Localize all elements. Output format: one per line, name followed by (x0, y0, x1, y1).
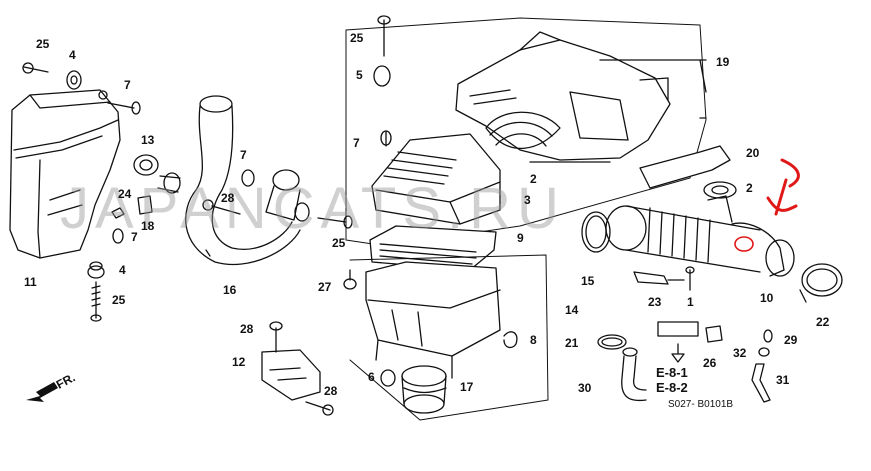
part-16: 16 (223, 283, 237, 297)
grommet-32 (758, 347, 770, 357)
bolt-28-bracket-top (269, 321, 283, 353)
tube-30 (621, 347, 647, 402)
bolt-7-mid (241, 169, 255, 187)
part-26: 26 (703, 356, 717, 370)
tube-20 (639, 145, 731, 189)
bolt-25-top-left (22, 62, 49, 74)
bolt-7-upper (380, 130, 392, 147)
part-12: 12 (232, 355, 246, 369)
housing-lid-3 (371, 133, 501, 225)
sensor-23 (633, 271, 685, 285)
seal-2-right (703, 181, 737, 199)
bolt-27 (343, 269, 357, 290)
part-25-top-left: 25 (36, 37, 50, 51)
grommet-4-top (66, 70, 82, 90)
reference-code-2: E-8-2 (656, 380, 688, 395)
bolt-25-mid (317, 215, 353, 229)
bolt-7-small (112, 228, 124, 244)
part-3: 3 (524, 193, 531, 207)
part-27: 27 (318, 280, 332, 294)
part-20: 20 (746, 146, 760, 160)
part-13: 13 (141, 133, 155, 147)
part-30: 30 (578, 381, 592, 395)
clip-29 (763, 329, 773, 343)
boot-17 (401, 365, 447, 414)
upper-housing-19 (455, 31, 671, 161)
clip-8 (503, 331, 518, 349)
bolt-25-bottom (90, 281, 102, 322)
bolt-28-left (202, 199, 241, 215)
part-28-bracket-bottom: 28 (324, 384, 338, 398)
part-21: 21 (565, 336, 579, 350)
part-32: 32 (733, 346, 747, 360)
part-23: 23 (648, 295, 662, 309)
part-25-bottom: 25 (112, 293, 126, 307)
part-28-bracket-top: 28 (240, 322, 254, 336)
grommet-7-right (294, 202, 310, 222)
part-10: 10 (760, 291, 774, 305)
bracket-18 (137, 195, 153, 215)
bracket-12 (261, 349, 321, 401)
part-8: 8 (530, 333, 537, 347)
duct-16 (157, 95, 301, 266)
part-18: 18 (141, 219, 155, 233)
clamp-22 (799, 263, 843, 303)
part-5: 5 (356, 68, 363, 82)
grommet-4-bottom (87, 261, 105, 279)
part-4-top: 4 (69, 48, 76, 62)
part-17: 17 (460, 380, 474, 394)
resonator-box (9, 89, 121, 259)
part-31: 31 (776, 373, 790, 387)
part-25-upper: 25 (350, 31, 364, 45)
intake-hose-10 (605, 195, 795, 277)
clip-26 (705, 325, 723, 343)
part-7-upper: 7 (353, 136, 360, 150)
reference-box (657, 321, 699, 337)
bolt-7-top (107, 101, 141, 115)
part-7-mid: 7 (240, 148, 247, 162)
part-28-left: 28 (221, 191, 235, 205)
red-annotation (766, 158, 800, 216)
part-25-mid: 25 (332, 236, 346, 250)
part-7-top: 7 (124, 78, 131, 92)
part-15: 15 (581, 274, 595, 288)
part-7-small: 7 (131, 230, 138, 244)
lower-housing-14 (365, 261, 501, 379)
clip-24 (111, 207, 125, 219)
clamp-21 (597, 334, 627, 350)
front-arrow (26, 382, 58, 402)
part-9: 9 (517, 231, 524, 245)
part-19: 19 (716, 55, 730, 69)
part-6: 6 (368, 370, 375, 384)
part-24: 24 (118, 187, 132, 201)
part-2-center: 2 (530, 172, 537, 186)
part-22: 22 (816, 315, 830, 329)
part-4-bottom: 4 (119, 263, 126, 277)
red-circle-marker (734, 236, 754, 252)
bolt-28-bracket-bottom (305, 401, 334, 416)
bolt-1 (685, 266, 695, 291)
bolt-25-upper (377, 15, 391, 57)
part-11: 11 (24, 275, 37, 289)
drawing-code: S027- B0101B (668, 399, 734, 410)
reference-code-1: E-8-1 (656, 365, 688, 380)
watermark: JAPANCATS.RU (60, 176, 565, 241)
part-2-right: 2 (746, 181, 753, 195)
part-14: 14 (565, 303, 579, 317)
part-1: 1 (687, 295, 694, 309)
part-29: 29 (784, 333, 798, 347)
grommet-5 (373, 65, 391, 87)
seal-13 (133, 154, 159, 176)
grommet-6 (380, 369, 396, 387)
hose-31 (751, 363, 771, 403)
